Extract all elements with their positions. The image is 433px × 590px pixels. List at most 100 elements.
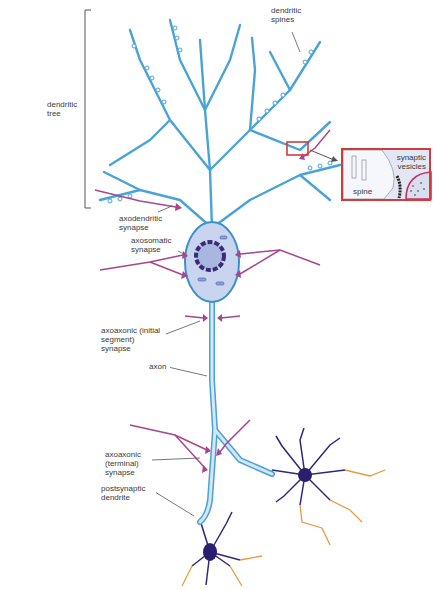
dendritic-tree: [200, 40, 212, 228]
dendritic-spine: [303, 60, 307, 64]
presynaptic-axon: [100, 255, 183, 270]
presynaptic-axon: [220, 420, 250, 452]
axon-outline: [200, 430, 215, 522]
presynaptic-axon: [240, 250, 320, 265]
synaptic-terminal: [216, 448, 222, 456]
presynaptic-terminal: [406, 172, 431, 199]
part-label: axosomatic synapse: [130, 236, 178, 254]
cell-body: [185, 222, 239, 302]
dendritic-spine: [150, 76, 154, 80]
orange-dendrites: [230, 566, 242, 586]
inset-ground: [341, 148, 431, 201]
postsynaptic-density: [397, 176, 400, 198]
axon-outline: [200, 300, 272, 522]
orange-dendrites: [330, 500, 362, 522]
synaptic-terminal: [175, 153, 305, 473]
postsynaptic-neuron: [300, 428, 305, 475]
dendritic-spine: [308, 166, 312, 170]
dendritic-spine: [145, 66, 149, 70]
inset-box: synaptic vesiclesspine: [341, 148, 431, 201]
organelle: [198, 278, 206, 281]
spine-head: [343, 150, 394, 199]
dendritic-spine: [318, 164, 322, 168]
spine-organelle: [352, 156, 356, 178]
part-label: axoaxonic (terminal) synapse: [104, 450, 152, 478]
dendritic-tree: [210, 42, 320, 170]
postsynaptic-neuron: [192, 428, 345, 585]
synaptic-vesicle: [410, 190, 412, 192]
pointer-arrowhead: [331, 156, 338, 162]
dendritic-tree: [300, 175, 330, 200]
dendritic-spine: [175, 36, 179, 40]
dendritic-spine: [265, 109, 269, 113]
synaptic-terminal: [299, 153, 305, 160]
postsynaptic-cell-body: [298, 468, 312, 482]
presynaptic-axon: [150, 262, 183, 275]
part-label: axon: [148, 362, 170, 371]
spine-organelle: [362, 160, 366, 180]
leader-line: [155, 492, 194, 516]
axon-core: [200, 300, 272, 522]
leader-line: [152, 32, 300, 516]
synaptic-vesicle: [410, 182, 425, 196]
postsynaptic-cell-body: [203, 543, 217, 561]
dendritic-spine: [156, 88, 160, 92]
part-label: axoaxonic (initial segment) synapse: [100, 326, 166, 354]
presynaptic-axon: [185, 316, 204, 318]
dendritic-spine: [173, 26, 177, 30]
dendritic-tree: [205, 25, 240, 110]
synaptic-terminal: [202, 465, 208, 473]
dendritic-tree: [270, 52, 290, 90]
dendritic-tree: [100, 20, 340, 228]
synaptic-vesicle: [417, 190, 419, 192]
spine-organelle: [352, 156, 366, 180]
leader-line: [292, 32, 300, 52]
organelle: [220, 236, 227, 239]
dendritic-spine: [108, 199, 112, 203]
postsynaptic-cell-body: [203, 468, 312, 561]
organelle: [198, 236, 227, 285]
part-label: dendritic spines: [270, 6, 308, 24]
presynaptic-axon: [221, 316, 240, 318]
dendritic-spine: [132, 44, 136, 48]
part-label: dendritic tree: [46, 100, 84, 118]
orange-dendrites: [182, 566, 192, 586]
dendritic-spine: [108, 26, 332, 203]
pointer-arrow: [310, 150, 334, 160]
dendritic-tree: [110, 120, 170, 165]
organelle: [216, 282, 224, 285]
part-label: postsynaptic dendrite: [100, 484, 156, 502]
dendritic-spine: [128, 194, 132, 198]
highlight-box: [287, 142, 308, 155]
orange-dendrites: [300, 505, 322, 528]
axon-core: [212, 300, 272, 474]
presynaptic-axon: [240, 250, 280, 274]
dendritic-tree: [104, 172, 140, 190]
dendritic-spine: [281, 93, 285, 97]
leader-line: [152, 458, 200, 460]
dendritic-spine: [309, 50, 313, 54]
synaptic-vesicle: [414, 194, 416, 196]
orange-dendrites: [240, 556, 262, 560]
bracket: [85, 10, 91, 208]
presynaptic-axon: [95, 130, 330, 468]
nucleus: [196, 242, 224, 270]
axon-outline: [212, 300, 272, 474]
orange-dendrites: [322, 528, 330, 545]
dendritic-spine: [178, 48, 182, 52]
presynaptic-axon: [175, 435, 205, 468]
synaptic-vesicle: [420, 182, 422, 184]
synaptic-terminal: [182, 251, 188, 259]
synaptic-terminal: [205, 446, 211, 454]
dendritic-tree: [170, 20, 205, 110]
synaptic-terminal: [235, 270, 241, 278]
leader-line: [166, 321, 200, 334]
orange-dendrites: [345, 470, 385, 476]
dendritic-tree: [250, 122, 330, 150]
dendritic-spine: [162, 100, 166, 104]
synaptic-terminal: [217, 314, 222, 322]
part-label: axodendritic synapse: [118, 214, 168, 232]
leader-line: [158, 206, 172, 212]
dendritic-spine: [118, 197, 122, 201]
